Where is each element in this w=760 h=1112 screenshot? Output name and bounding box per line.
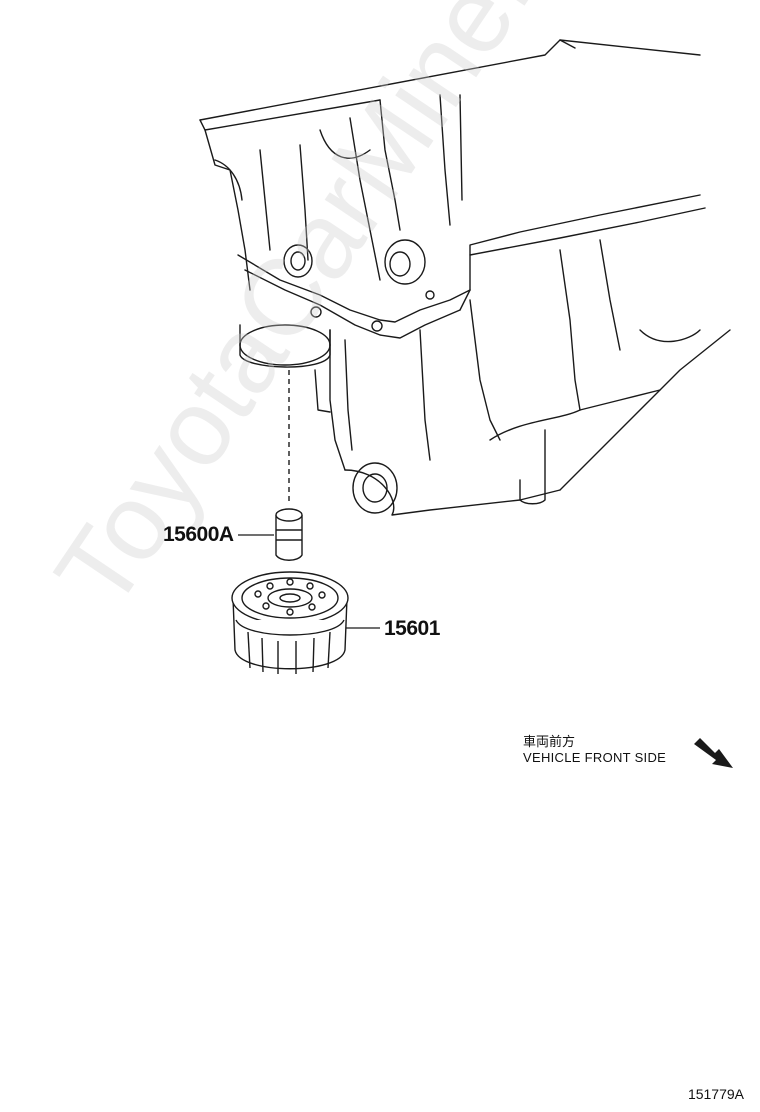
vehicle-front-label-en: VEHICLE FRONT SIDE bbox=[523, 750, 667, 765]
oil-filter-part bbox=[231, 571, 349, 674]
arrow-down-right-icon bbox=[694, 738, 733, 768]
oil-filter-union-part bbox=[275, 508, 303, 561]
engine-block-outline bbox=[199, 39, 731, 516]
callout-label-15601: 15601 bbox=[384, 617, 440, 640]
callout-label-15600A: 15600A bbox=[163, 523, 234, 546]
vehicle-front-label-jp: 車両前方 bbox=[523, 734, 576, 749]
figure-id: 151779A bbox=[687, 1086, 744, 1102]
